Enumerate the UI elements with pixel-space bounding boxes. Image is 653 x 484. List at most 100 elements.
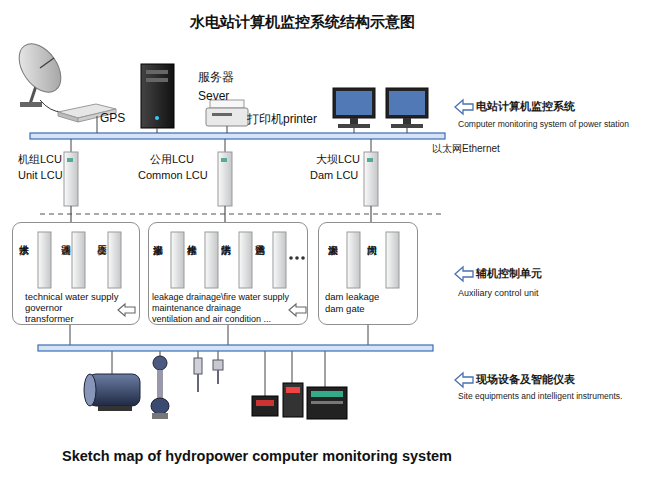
cabinet-label: 技术供水 [18,237,29,258]
auxiliary-group: technical water supplygovernortransforme… [12,222,140,325]
separator-line [40,213,445,214]
workstation-monitor [386,88,428,118]
annotation-label: 以太网Ethernet [432,143,500,155]
bus-wire [371,139,372,152]
connector-line [370,206,371,222]
intelligent-instrument [252,383,347,419]
control-cabinet [273,232,286,288]
bus-wire [71,139,72,152]
cabinet-unit: 检修排水 [184,231,218,293]
field-wire [265,351,266,396]
control-cabinet [347,232,360,288]
field-wire [228,325,229,345]
gps-device: GPS [56,103,122,127]
continuation-dots [295,256,299,260]
auxiliary-group: leakage drainage\fire water supplymainte… [148,222,308,325]
node-label: Dam LCU [310,169,358,182]
layer-arrow [455,267,473,281]
connector-line [224,206,225,222]
bus-wire [225,139,226,152]
lcu-cabinet [367,158,373,162]
field-bus [38,345,433,351]
transmitter [151,356,223,419]
field-wire [218,351,219,360]
workstation-monitor [333,88,428,128]
workstation-monitor [389,91,425,115]
server-tower [146,70,168,74]
cabinet-label: 大坝渗漏 [327,237,338,258]
cabinet-label: 调速器 [60,237,71,268]
server: 服务器Sever [138,62,238,130]
server-tower [146,78,168,82]
node-label: transformer [25,314,74,325]
layer-title: 辅机控制单元 [476,267,542,280]
continuation-dots [289,256,305,260]
satellite-dish [11,36,70,100]
cabinet-unit: 渗漏排水 [150,231,184,293]
hollow-arrow [289,304,306,316]
motor [84,374,140,411]
workstation-monitor [403,118,411,124]
transmitter [152,413,168,419]
transmitter [197,374,199,392]
node-label: dam leakage [325,292,379,303]
server-tower [155,116,159,120]
field-wire [325,351,326,387]
field-wire [198,351,199,358]
lcu-unit: 机组LCUUnit LCU [15,150,81,206]
bus-wire [407,128,408,133]
cabinet-unit: 技术供水 [17,231,55,293]
cabinet-unit: 通风空调 [252,231,286,293]
satellite-dish [40,58,54,68]
motor [84,374,96,406]
node-label: ventilation and air condition ... [152,314,271,324]
lcu-cabinet [67,158,73,162]
layer-arrow [455,373,473,387]
separator-line [40,214,445,215]
intelligent-instrument [283,383,303,417]
lcu-cabinet [221,158,227,162]
field-wire [368,325,369,345]
bus-wire [157,128,158,133]
layer-title: 现场设备及智能仪表 [476,373,575,386]
control-cabinet [72,232,85,288]
gps-receiver [58,112,78,122]
node-label: governor [25,303,63,314]
connector-line [70,206,71,222]
node-label: dam gate [325,304,365,315]
ethernet-bus [30,133,445,139]
diagram-title: 水电站计算机监控系统结构示意图 [190,13,415,30]
control-cabinet [205,232,218,288]
workstation-monitor [350,118,358,124]
intelligent-instrument [311,401,343,404]
node-label: Unit LCU [18,169,63,182]
node-label: leakage drainage\fire water supply [152,292,289,302]
control-cabinet [38,232,51,288]
lcu-cabinet [218,152,232,206]
field-wire [160,351,161,356]
workstation-monitor [391,124,423,128]
server-tower [141,64,174,128]
node-label: 大坝LCU [316,153,360,166]
node-label: 公用LCU [150,153,194,166]
lcu-unit: 大坝LCU Dam LCU [308,150,380,206]
node-label: Common LCU [138,169,208,182]
cabinet-unit: 大坝渗漏 [325,231,363,293]
satellite-dish [40,100,62,112]
motor [98,406,132,411]
workstation-monitor [333,88,375,118]
cabinet-label: 检修排水 [186,237,197,258]
layer-title: 电站计算机监控系统 [476,100,575,113]
cabinet-unit: 变压器 [95,231,125,293]
transmitter [217,370,219,384]
node-label: technical water supply [25,292,118,303]
bus-wire [97,116,98,133]
printer [206,100,248,126]
node-label: maintenance drainage [152,303,241,313]
control-cabinet [108,232,121,288]
annotation-label: Auxiliary control unit [458,288,539,298]
transmitter [213,360,223,370]
control-cabinet [386,232,399,288]
